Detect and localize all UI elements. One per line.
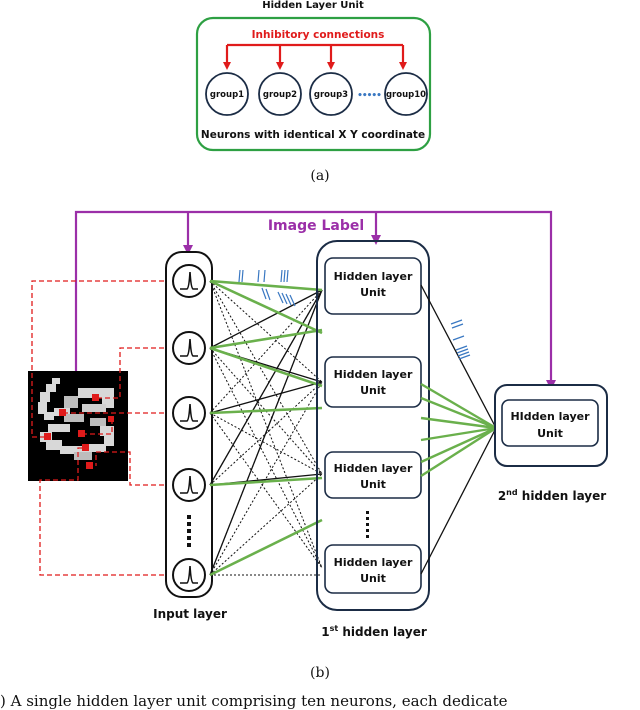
hidden1-hidden2-connections bbox=[420, 284, 497, 575]
group-neuron-2: group2 bbox=[258, 72, 302, 116]
inhibitory-connections-label: Inhibitory connections bbox=[252, 29, 385, 41]
group-neuron-label: group10 bbox=[386, 90, 426, 100]
group-neuron-3: group3 bbox=[309, 72, 353, 116]
pixel-markers bbox=[44, 394, 114, 469]
hidden-unit-sublabel: Unit bbox=[360, 286, 386, 299]
group-neuron-10: group10 bbox=[384, 72, 428, 116]
hidden-unit-label: Hidden layer bbox=[334, 368, 413, 381]
hidden-layer-1-box bbox=[316, 240, 430, 611]
group-neuron-label: group3 bbox=[314, 90, 348, 100]
input-neuron-1 bbox=[172, 264, 206, 298]
input-neuron-5 bbox=[172, 558, 206, 592]
identical-xy-label: Neurons with identical X Y coordinate bbox=[201, 129, 425, 141]
hidden-spike-train bbox=[450, 319, 471, 360]
inhibitory-connections bbox=[223, 43, 407, 70]
hidden-unit-label: Hidden layer bbox=[334, 270, 413, 283]
input-neuron-2 bbox=[172, 331, 206, 365]
input-spike-train bbox=[238, 269, 296, 307]
caption-b: (b) bbox=[310, 665, 330, 681]
input-neuron-4 bbox=[172, 468, 206, 502]
image-label-text: Image Label bbox=[268, 218, 364, 234]
hidden-unit-4: Hidden layer Unit bbox=[324, 544, 422, 594]
group-ellipsis: ••••• bbox=[357, 91, 381, 101]
input-neuron-3 bbox=[172, 396, 206, 430]
input-layer-label: Input layer bbox=[153, 607, 227, 621]
hidden-unit-1: Hidden layer Unit bbox=[324, 257, 422, 315]
hidden-layer-2-unit: HIdden layer Unit bbox=[501, 399, 599, 447]
hidden-unit-3: Hidden layer Unit bbox=[324, 451, 422, 499]
panel-a-title: Hidden Layer Unit bbox=[262, 0, 364, 11]
group-neuron-1: group1 bbox=[205, 72, 249, 116]
group-neuron-label: group2 bbox=[263, 90, 297, 100]
pixel-connections bbox=[31, 280, 172, 576]
hidden-layer-2-label: 2nd hidden layer bbox=[498, 488, 606, 503]
hidden-layer-1-label: 1st hidden layer bbox=[321, 624, 427, 639]
hidden-unit-2: Hidden layer Unit bbox=[324, 356, 422, 408]
input-hidden-green-connections bbox=[209, 279, 323, 577]
hidden-unit-sublabel: Unit bbox=[537, 427, 563, 440]
hidden-unit-label: Hidden layer bbox=[334, 462, 413, 475]
figure-caption-fragment: ) A single hidden layer unit comprising … bbox=[0, 692, 508, 710]
input-ellipsis-vertical bbox=[187, 515, 191, 547]
hidden-unit-sublabel: Unit bbox=[360, 478, 386, 491]
image-label-connections bbox=[74, 210, 556, 400]
hidden-unit-sublabel: Unit bbox=[360, 572, 386, 585]
hidden-unit-sublabel: Unit bbox=[360, 384, 386, 397]
hidden-unit-label: HIdden layer bbox=[510, 410, 590, 423]
group-neuron-label: group1 bbox=[210, 90, 244, 100]
hidden-layer-unit-box bbox=[195, 16, 432, 152]
caption-a: (a) bbox=[310, 168, 329, 184]
hidden-unit-label: Hidden layer bbox=[334, 556, 413, 569]
hidden-ellipsis-vertical bbox=[366, 511, 369, 538]
